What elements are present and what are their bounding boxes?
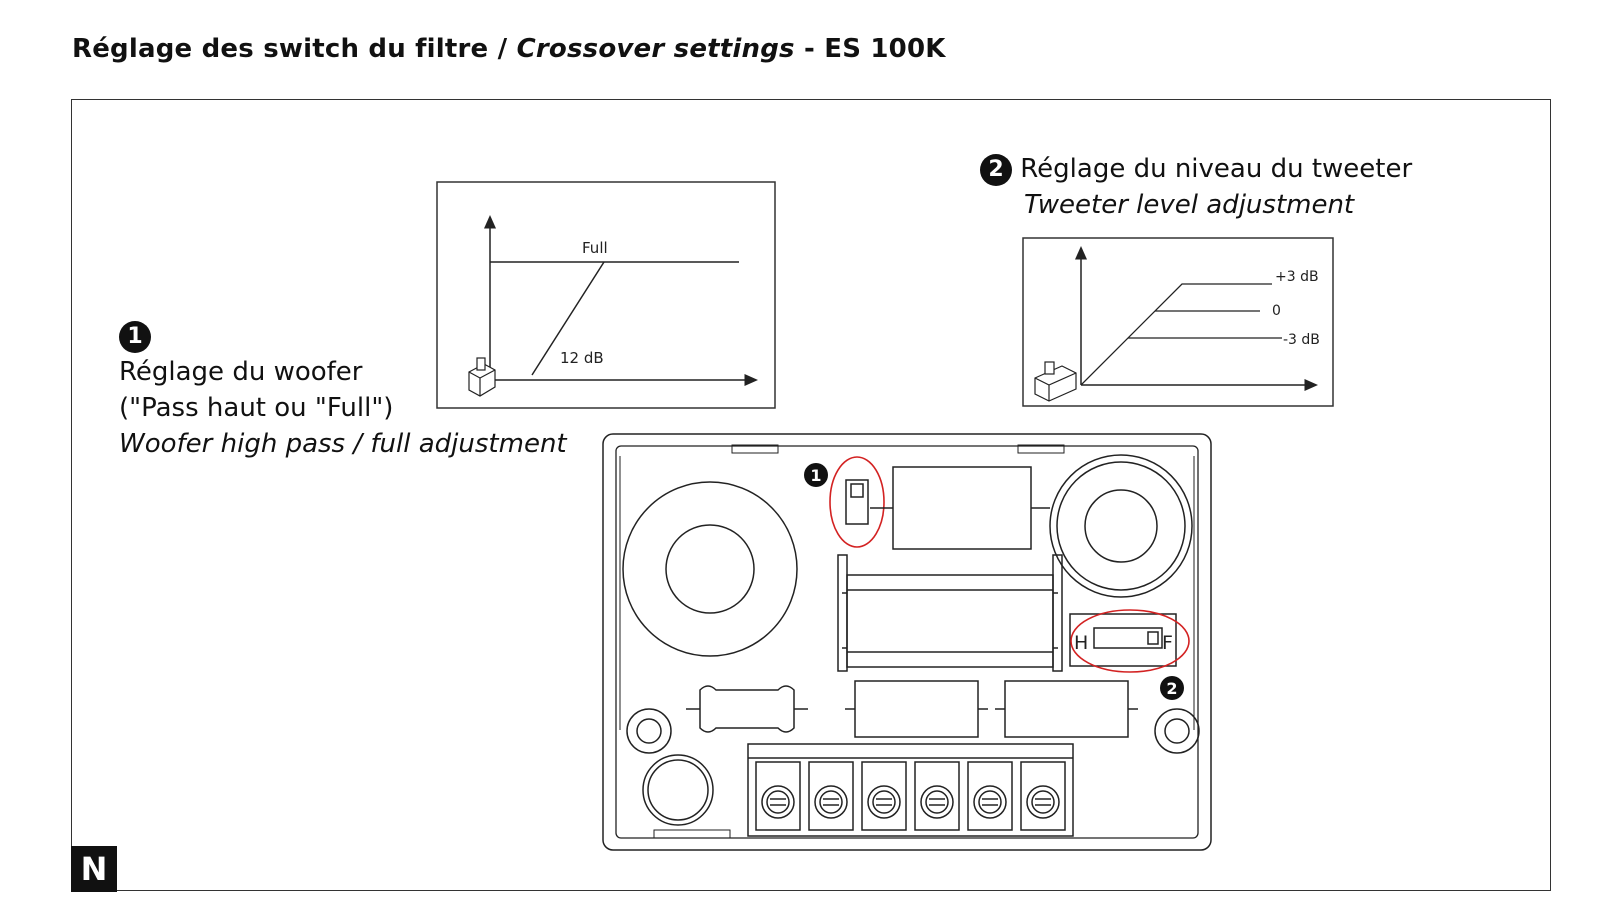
board-marker-2-text: 2 (1166, 679, 1177, 698)
tweeter-label: 2 Réglage du niveau du tweeter Tweeter l… (980, 151, 1412, 223)
woofer-switch-highlight (829, 456, 885, 548)
level-minus3: -3 dB (1283, 332, 1320, 348)
title-fr: Réglage des switch du filtre / (72, 34, 517, 64)
fuse (699, 685, 795, 733)
board-marker-1 (804, 463, 828, 487)
diagram-frame (71, 99, 1551, 891)
slope-label: 12 dB (560, 349, 604, 367)
mount-hole-right (1154, 708, 1200, 754)
plus3-line (1080, 283, 1272, 386)
board-outer (602, 433, 1212, 851)
page-title: Réglage des switch du filtre / Crossover… (72, 34, 946, 64)
board-marker-1-text: 1 (810, 466, 821, 485)
woofer-inductor (622, 481, 798, 657)
corner-tag: N (71, 846, 117, 892)
woofer-switch[interactable] (845, 479, 869, 525)
full-label: Full (582, 239, 608, 257)
grommet (642, 754, 714, 826)
woofer-label-en: Woofer high pass / full adjustment (119, 429, 567, 459)
terminal-block (747, 743, 1074, 837)
switch-icon (1034, 361, 1077, 402)
resistor-lower-1 (854, 680, 979, 738)
switch-label-h: H (1074, 632, 1088, 654)
woofer-graph: Full 12 dB (436, 181, 776, 409)
woofer-label: 1 Réglage du woofer ("Pass haut ou "Full… (119, 318, 567, 462)
resistor-lower-2 (1004, 680, 1129, 738)
mount-hole-left (626, 708, 672, 754)
woofer-label-fr-1: Réglage du woofer (119, 357, 363, 387)
title-en: Crossover settings (516, 34, 795, 64)
level-zero: 0 (1272, 303, 1281, 319)
switch-icon (468, 357, 496, 397)
title-model: - ES 100K (794, 34, 946, 64)
terminal-screws (755, 761, 1066, 831)
tweeter-switch[interactable] (1093, 627, 1163, 649)
resistor-block (846, 574, 1054, 668)
woofer-label-fr-2: ("Pass haut ou "Full") (119, 393, 394, 423)
tweeter-label-fr: Réglage du niveau du tweeter (1020, 154, 1413, 184)
tweeter-graph: +3 dB 0 -3 dB (1022, 237, 1334, 407)
tweeter-switch-highlight (1070, 609, 1190, 673)
woofer-number-badge: 1 (119, 320, 151, 353)
level-plus3: +3 dB (1275, 269, 1319, 285)
tweeter-label-en: Tweeter level adjustment (1024, 190, 1355, 220)
tweeter-number-badge: 2 (980, 153, 1012, 186)
switch-label-f: F (1162, 632, 1173, 654)
highpass-slope-line (531, 261, 605, 376)
tweeter-switch-housing (1069, 613, 1177, 667)
crossover-board: 1 H F 2 (602, 433, 1212, 851)
board-marker-2 (1160, 676, 1184, 700)
tweeter-coil (1049, 454, 1193, 598)
capacitor-top (892, 466, 1032, 550)
